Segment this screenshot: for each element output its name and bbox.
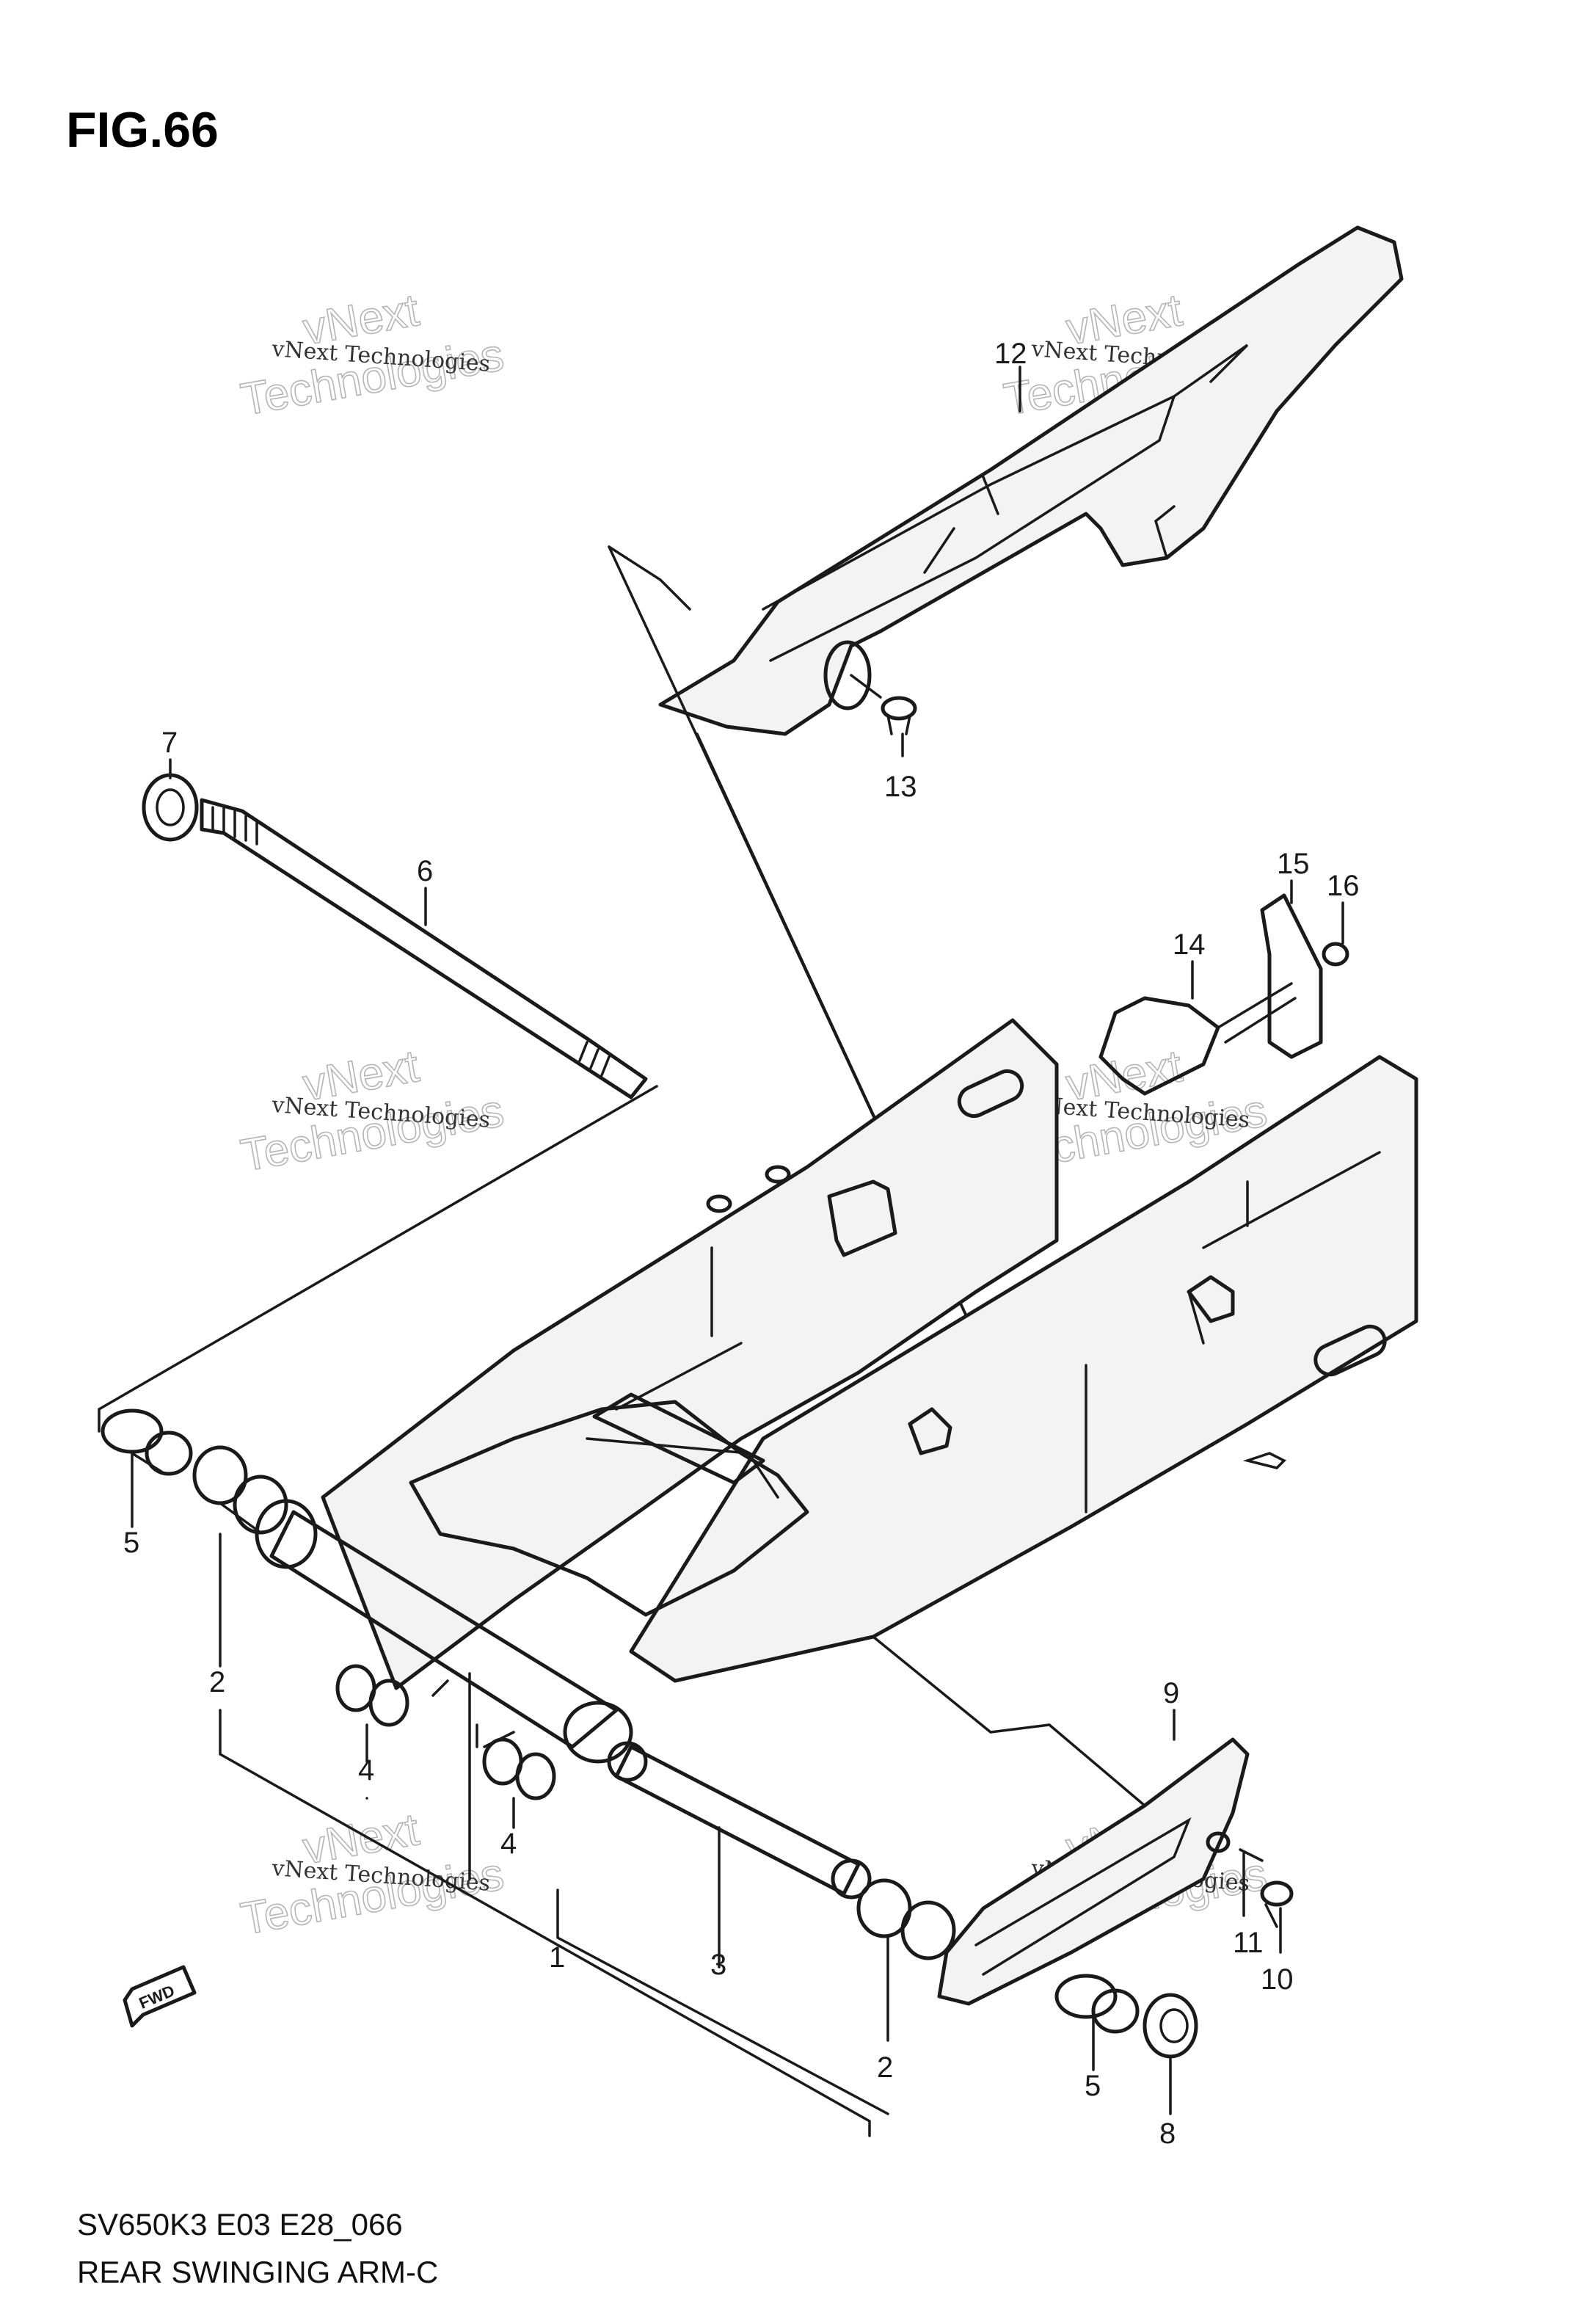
part-2-bearing-left	[192, 1445, 288, 1535]
caption-part-name: REAR SWINGING ARM-C	[77, 2255, 438, 2289]
part-16-nut	[1322, 942, 1349, 967]
part-7-nut	[142, 773, 199, 842]
callout-10: 10	[1261, 1963, 1294, 1996]
part-4-bearing-a	[335, 1664, 449, 1727]
callout-9: 9	[1163, 1677, 1179, 1709]
callout-4-b: 4	[500, 1828, 517, 1860]
part-5-bush-left	[101, 1408, 193, 1476]
fwd-arrow-icon: FWD	[123, 1965, 197, 2028]
callout-16: 16	[1327, 870, 1360, 902]
callout-14: 14	[1173, 928, 1206, 961]
part-13-screw	[850, 674, 917, 735]
callout-11: 11	[1233, 1927, 1264, 1959]
part-9-chain-guide	[872, 1635, 1250, 2006]
part-15-plate	[1260, 893, 1323, 1059]
callout-13: 13	[884, 771, 917, 803]
part-11-washer	[1206, 1831, 1264, 1862]
caption-model-code: SV650K3 E03 E28_066	[77, 2207, 403, 2242]
callout-7: 7	[161, 727, 178, 759]
callout-8: 8	[1159, 2117, 1176, 2150]
part-14-adjuster	[1098, 982, 1297, 1096]
part-10-bolt	[1260, 1880, 1294, 1928]
part-6-pivot-shaft	[98, 798, 658, 1433]
figure-title: FIG.66	[66, 102, 219, 158]
part-2-bearing-right	[856, 1878, 956, 1960]
callout-2-right: 2	[877, 2051, 893, 2084]
callout-1: 1	[549, 1941, 565, 1974]
part-3-spacer	[607, 1741, 872, 1900]
part-5-bush-right	[1054, 1974, 1140, 2034]
callout-5-right: 5	[1085, 2070, 1101, 2102]
callout-2-left: 2	[209, 1666, 225, 1698]
callout-4-a: 4	[358, 1754, 374, 1786]
callout-15: 15	[1277, 848, 1310, 880]
part-4-bearing-b	[482, 1737, 556, 1800]
callout-12: 12	[994, 338, 1027, 370]
part-12-chain-case	[608, 225, 1404, 736]
part-8-nut	[1143, 1993, 1198, 2059]
callout-6: 6	[417, 855, 433, 887]
callouts: 1 2 2 3 4 4 5 5 6 7 8 9 10 11 12 13 14 1…	[123, 338, 1360, 2150]
part-1-swing-arm	[321, 1018, 1418, 1690]
leader-lines	[131, 366, 1344, 2137]
callout-3: 3	[710, 1949, 726, 1981]
callout-5-left: 5	[123, 1527, 139, 1559]
